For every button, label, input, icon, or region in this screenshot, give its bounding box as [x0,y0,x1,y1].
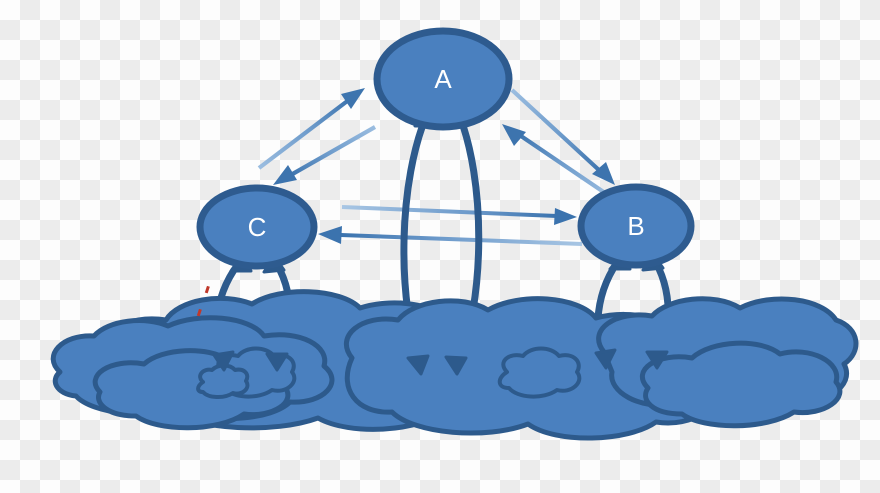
arrow-a-to-b [510,88,615,185]
arrow-a-to-c [273,125,377,185]
cloud-inner-puffs [196,346,582,399]
node-c-ellipse[interactable] [196,184,318,270]
red-speck-1-icon [204,285,210,294]
arrow-c-to-a [257,88,365,170]
arrow-b-to-c [318,226,583,246]
cloud-lobe-front-right [639,340,843,429]
red-speck-2-icon [196,308,202,317]
node-b-ellipse[interactable] [577,183,695,269]
node-a-ellipse[interactable] [373,27,513,131]
arrow-b-to-a [502,124,613,199]
stem-arrowhead-c-bottom [212,350,289,372]
arrow-c-to-b [341,205,577,225]
stem-arrowhead-a-bottom [406,354,468,376]
stem-arrowhead-b-bottom [594,348,669,370]
